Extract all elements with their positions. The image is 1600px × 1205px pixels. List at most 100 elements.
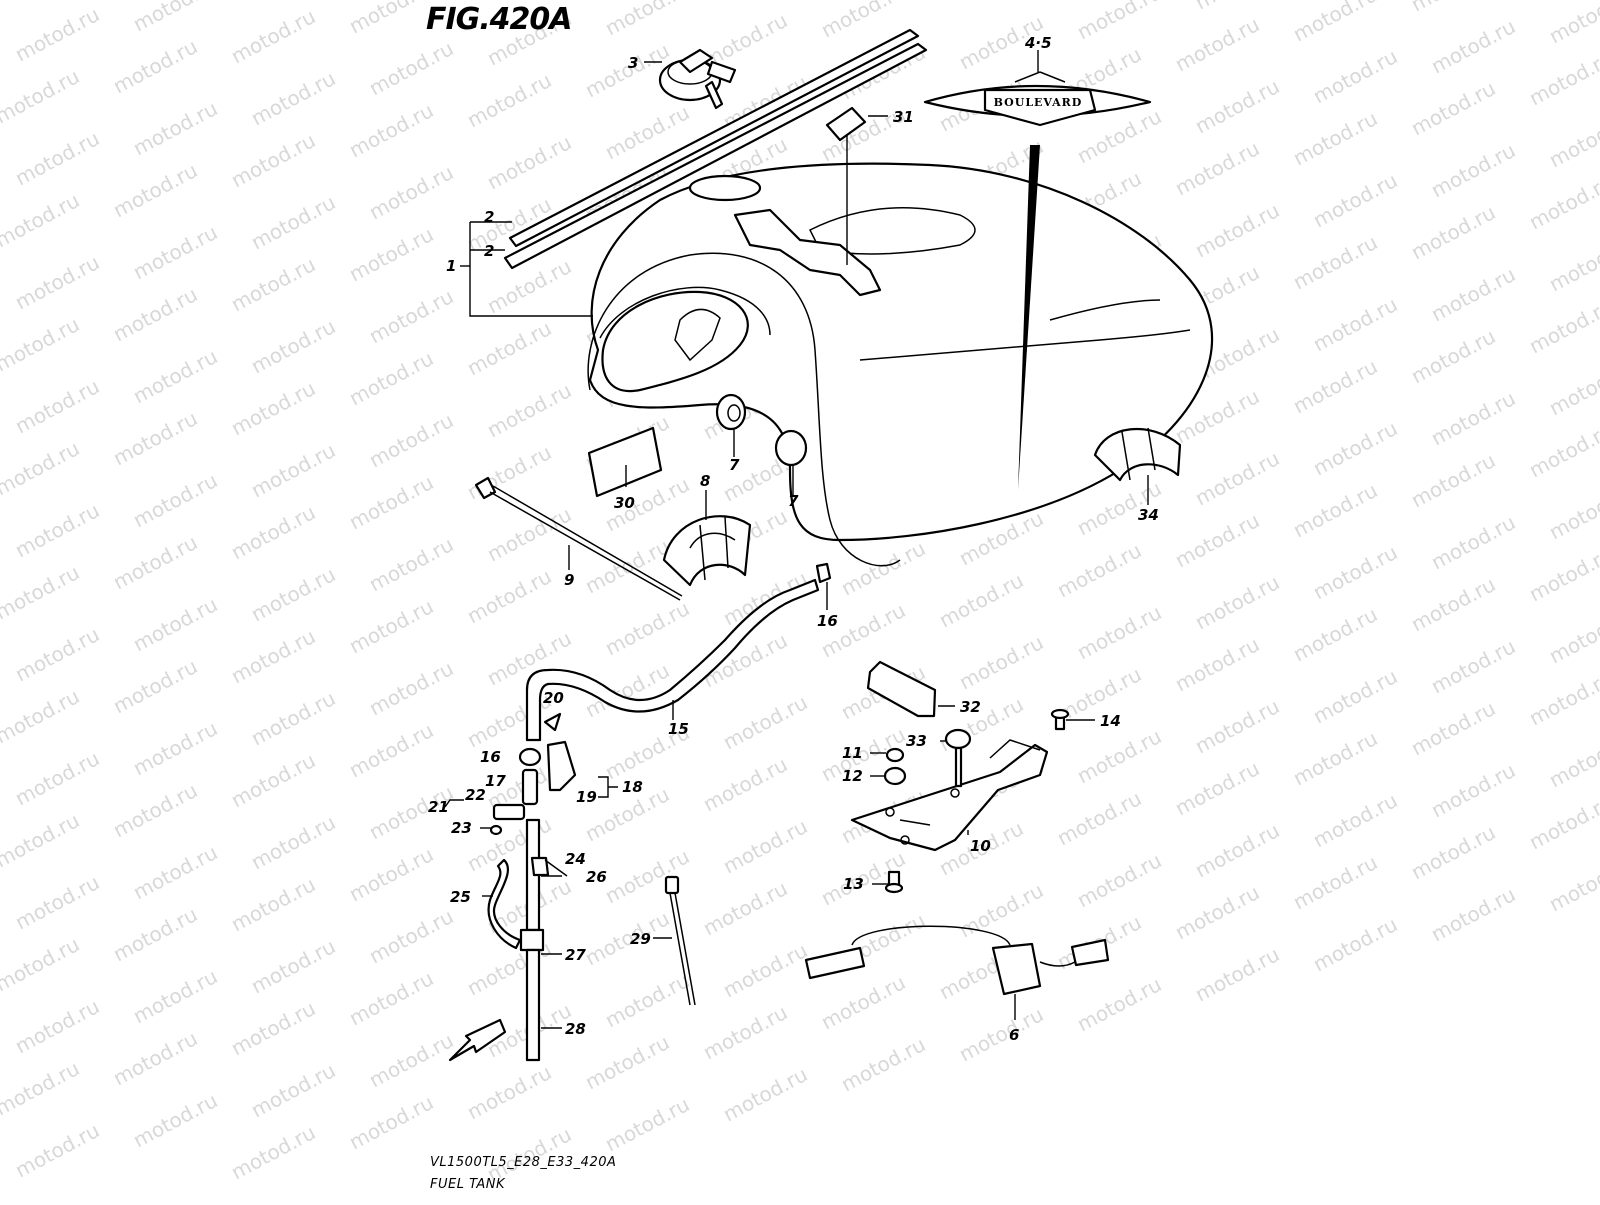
cushion-34 — [1093, 427, 1182, 482]
watermark-text: motod.ru — [1525, 46, 1600, 110]
callout-labels: 1 2 2 3 4·5 6 7 7 8 9 10 11 12 13 14 15 … — [428, 34, 1159, 1044]
watermark-text: motod.ru — [1427, 14, 1519, 78]
callout-25: 25 — [450, 888, 471, 906]
watermark-text: motod.ru — [699, 1000, 791, 1064]
watermark-text: motod.ru — [601, 1092, 693, 1156]
callout-28: 28 — [565, 1020, 586, 1038]
watermark-text: motod.ru — [1427, 262, 1519, 326]
watermark-text: motod.ru — [1545, 356, 1600, 420]
watermark-text: motod.ru — [1545, 728, 1600, 792]
callout-26: 26 — [586, 868, 607, 886]
watermark-text: motod.ru — [955, 630, 1047, 694]
figure-title: FIG.420A — [426, 2, 573, 37]
watermark-text: motod.ru — [1073, 724, 1165, 788]
watermark-text: motod.ru — [1191, 0, 1283, 14]
watermark-text: motod.ru — [699, 752, 791, 816]
watermark-text: motod.ru — [1525, 790, 1600, 854]
watermark-text: motod.ru — [601, 968, 693, 1032]
watermark-text: motod.ru — [11, 994, 103, 1058]
callout-3: 3 — [628, 54, 638, 72]
leader-lines — [480, 50, 1149, 1029]
watermark-text: motod.ru — [1525, 418, 1600, 482]
leader-18 — [598, 776, 618, 798]
mount-bracket-10 — [850, 739, 1049, 852]
watermark-text: motod.ru — [1309, 664, 1401, 728]
watermark-text: motod.ru — [1191, 74, 1283, 138]
callout-23: 23 — [451, 819, 472, 837]
watermark-text: motod.ru — [1053, 538, 1145, 602]
watermark-text: motod.ru — [1289, 230, 1381, 294]
watermark-text: motod.ru — [109, 654, 201, 718]
watermark-text: motod.ru — [1289, 106, 1381, 170]
watermark-text: motod.ru — [109, 34, 201, 98]
watermark-text: motod.ru — [719, 938, 811, 1002]
watermark-text: motod.ru — [129, 344, 221, 408]
watermark-text: motod.ru — [109, 282, 201, 346]
watermark-text: motod.ru — [935, 692, 1027, 756]
watermark-text: motod.ru — [11, 746, 103, 810]
callout-9: 9 — [564, 571, 574, 589]
watermark-text: motod.ru — [227, 624, 319, 688]
watermark-text: motod.ru — [0, 932, 83, 996]
cushion-8 — [662, 515, 752, 587]
watermark-text: motod.ru — [1289, 602, 1381, 666]
watermark-text: motod.ru — [1427, 634, 1519, 698]
watermark-text: motod.ru — [247, 66, 339, 130]
watermark-text: motod.ru — [1191, 198, 1283, 262]
watermark-text: motod.ru — [1407, 200, 1499, 264]
cushions-7 — [715, 393, 808, 467]
watermark-text: motod.ru — [1545, 480, 1600, 544]
watermark-text: motod.ru — [837, 536, 929, 600]
watermark-text: motod.ru — [365, 1028, 457, 1092]
watermark-text: motod.ru — [1427, 386, 1519, 450]
watermark-text: motod.ru — [1407, 448, 1499, 512]
watermark-text: motod.ru — [109, 902, 201, 966]
watermark-text: motod.ru — [1309, 292, 1401, 356]
watermark-text: motod.ru — [11, 1118, 103, 1182]
watermark-text: motod.ru — [1073, 600, 1165, 664]
watermark-text: motod.ru — [1427, 138, 1519, 202]
watermark-text: motod.ru — [11, 498, 103, 562]
clamp-16-top — [815, 562, 832, 584]
valve-assembly — [489, 712, 577, 836]
watermark-text: motod.ru — [0, 1056, 83, 1120]
watermark-text: motod.ru — [483, 130, 575, 194]
watermark-text: motod.ru — [1309, 168, 1401, 232]
watermark-text: motod.ru — [1289, 354, 1381, 418]
watermark-text: motod.ru — [1289, 726, 1381, 790]
callout-21: 21 — [428, 798, 449, 816]
watermark-text: motod.ru — [817, 598, 909, 662]
callout-27: 27 — [565, 946, 586, 964]
watermark-text: motod.ru — [1427, 758, 1519, 822]
watermark-text: motod.ru — [227, 4, 319, 68]
watermark-text: motod.ru — [1545, 604, 1600, 668]
leader-21 — [444, 799, 464, 808]
watermark-text: motod.ru — [129, 716, 221, 780]
watermark-text: motod.ru — [11, 126, 103, 190]
watermark-text: motod.ru — [719, 1062, 811, 1126]
watermark-text: motod.ru — [463, 68, 555, 132]
callout-19: 19 — [576, 788, 597, 806]
watermark-text: motod.ru — [129, 0, 221, 36]
watermark-text: motod.ru — [719, 814, 811, 878]
watermark-text: motod.ru — [1309, 912, 1401, 976]
watermark-text: motod.ru — [365, 36, 457, 100]
watermark-text: motod.ru — [1545, 108, 1600, 172]
callout-31: 31 — [893, 108, 914, 126]
emblem-text: BOULEVARD — [994, 96, 1083, 109]
watermark-text: motod.ru — [109, 778, 201, 842]
callout-33: 33 — [906, 732, 927, 750]
watermark-text: motod.ru — [247, 810, 339, 874]
watermark-text: motod.ru — [1407, 572, 1499, 636]
watermark-text: motod.ru — [129, 592, 221, 656]
fuel-cap — [658, 48, 737, 110]
watermark-text: motod.ru — [345, 718, 437, 782]
callout-12: 12 — [842, 767, 863, 785]
watermark-text: motod.ru — [109, 530, 201, 594]
watermark-text: motod.ru — [227, 252, 319, 316]
boulevard-emblem: BOULEVARD — [923, 71, 1152, 127]
watermark-text: motod.ru — [0, 436, 83, 500]
watermark-text: motod.ru — [0, 808, 83, 872]
watermark-text: motod.ru — [1427, 510, 1519, 574]
